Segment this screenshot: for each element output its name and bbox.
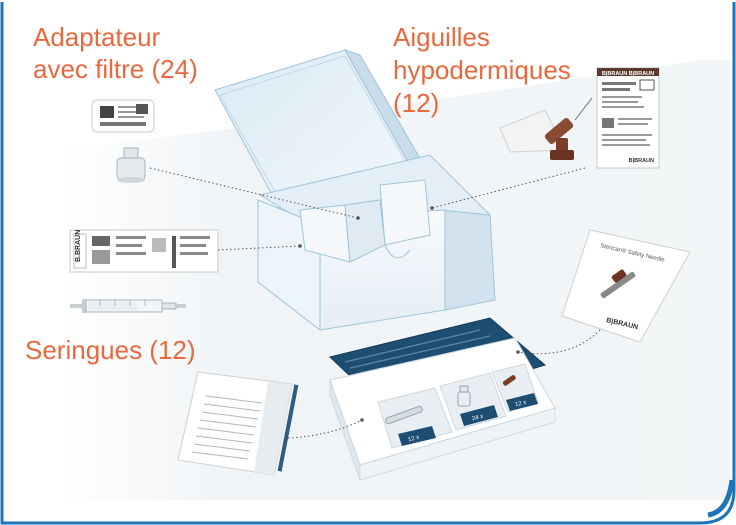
tray-count-mid: 24 x: [472, 414, 484, 423]
adapter-label-line1: Adaptateur: [33, 22, 161, 52]
needle-label-card: B|BRAUN B|BRAUN B|BRAUN: [596, 67, 660, 169]
leader-leaflet: [517, 329, 601, 355]
leader-syringe: [217, 245, 301, 251]
svg-text:B.BRAUN: B.BRAUN: [75, 230, 82, 262]
syringe-label-card: B.BRAUN: [69, 229, 219, 273]
instruction-booklet: [177, 371, 299, 476]
needles-label-line1: Aiguilles: [393, 22, 490, 52]
syringe: [70, 299, 186, 313]
adapter-label-card: [91, 99, 155, 133]
safety-needle-leaflet: Sterican® Safety Needle B|BRAUN: [561, 229, 691, 343]
hypodermic-needle: [499, 97, 593, 160]
svg-text:B|BRAUN B|BRAUN: B|BRAUN B|BRAUN: [602, 71, 654, 77]
tray-count-left: 12 x: [408, 435, 420, 444]
syringes-label: Seringues (12): [25, 335, 196, 365]
open-box: [214, 49, 496, 332]
kit-tray: 12 x 24 x 12 x: [328, 317, 556, 481]
tray-count-right: 12 x: [515, 400, 527, 409]
needle-label-logo: B|BRAUN: [629, 158, 654, 164]
adapter-label-line2: avec filtre (24): [33, 54, 198, 84]
needles-label-line3: (12): [393, 88, 440, 118]
filter-adapter: [116, 147, 146, 183]
needles-label-line2: hypodermiques: [393, 55, 571, 85]
leader-lines: [149, 167, 601, 439]
